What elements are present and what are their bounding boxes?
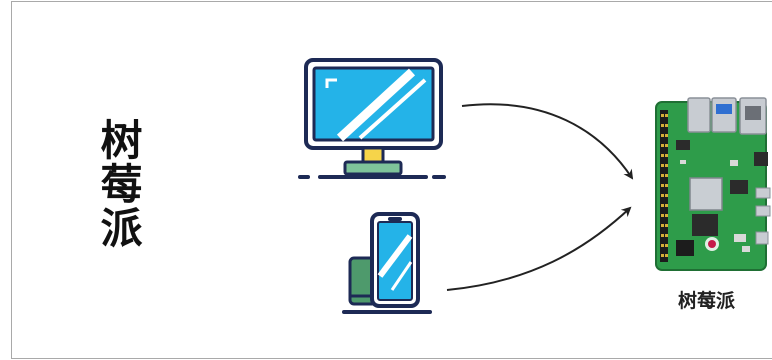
smartphone-icon <box>344 214 430 312</box>
board-label: 树莓派 <box>678 286 735 313</box>
raspberry-pi-board-icon <box>656 98 770 270</box>
arrow-monitor-to-board <box>462 104 632 178</box>
monitor-icon <box>300 60 444 177</box>
arrow-phone-to-board <box>447 208 630 290</box>
